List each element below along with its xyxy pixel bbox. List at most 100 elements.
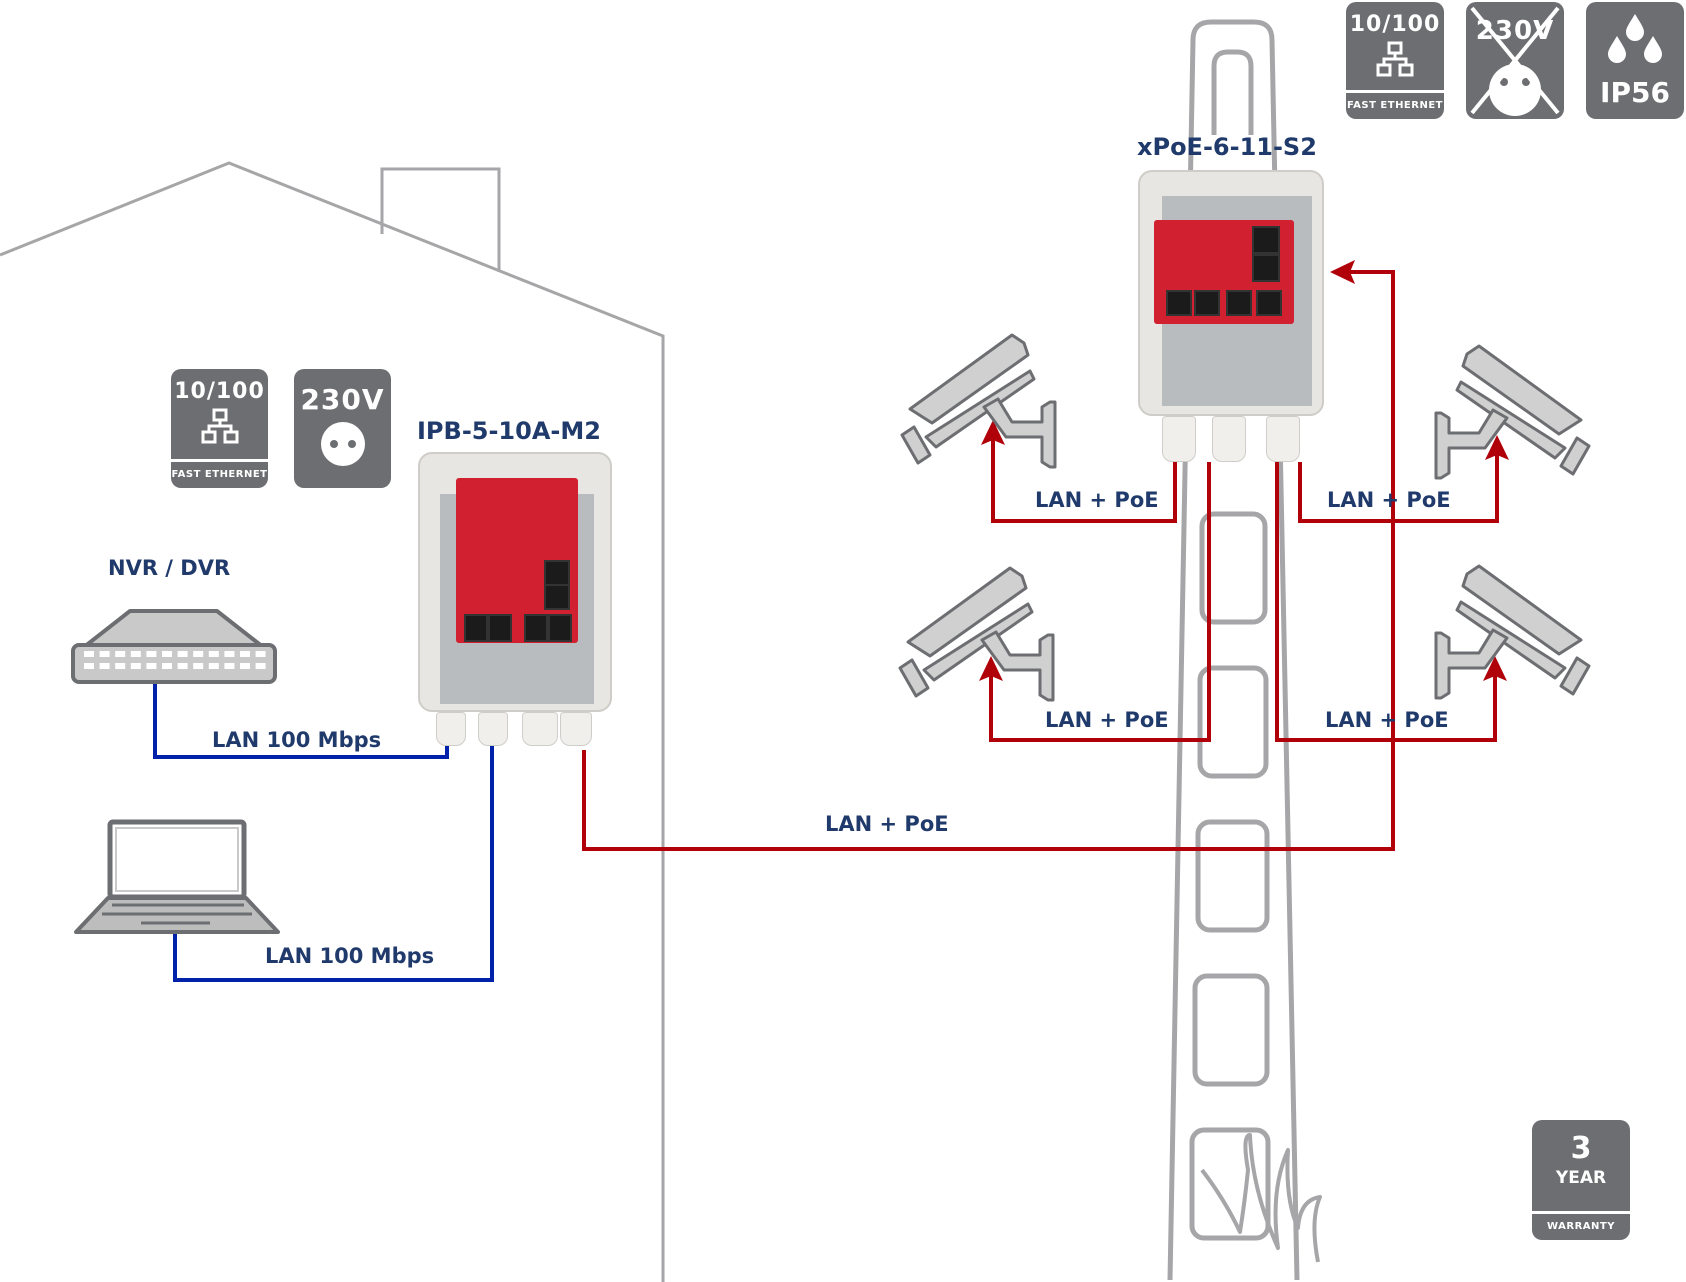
nvr-port [224, 651, 235, 657]
nvr-port [208, 663, 219, 669]
nvr-port [177, 663, 188, 669]
cam-top-right-cable [1298, 445, 1499, 523]
house-roof [0, 161, 665, 1282]
house-chimney [380, 167, 501, 272]
cam-top-right-link-label: LAN + PoE [1327, 488, 1451, 512]
cable-gland [478, 712, 508, 746]
fast-ethernet-badge: 10/100 FAST ETHERNET [171, 369, 268, 488]
indoor-switch-enclosure [418, 452, 612, 712]
ip56-badge: IP56 [1586, 2, 1684, 119]
pole [1167, 19, 1322, 1281]
laptop-lan-cable [173, 745, 494, 982]
nvr-port [193, 663, 204, 669]
camera-icon [1434, 564, 1591, 700]
nvr-link-label: LAN 100 Mbps [212, 728, 382, 752]
laptop-link-label: LAN 100 Mbps [265, 944, 435, 968]
rj45-port [1252, 254, 1280, 282]
nvr-port [240, 651, 250, 657]
badge-voltage-text: 230V [300, 383, 385, 416]
power-socket-icon [320, 422, 365, 466]
cable-gland [1162, 416, 1196, 462]
badge-speed-text: 10/100 [174, 379, 265, 404]
arrowheads [979, 260, 1509, 681]
laptop-icon [74, 819, 280, 934]
rj45-port [1256, 290, 1282, 316]
arrow-up-icon [981, 420, 1005, 445]
trunk-link-label: LAN + PoE [825, 812, 949, 836]
nvr-port [84, 651, 94, 657]
nvr-port [130, 651, 141, 657]
pole-window [1197, 665, 1269, 779]
rj45-port [1252, 226, 1280, 254]
rj45-port [464, 614, 488, 642]
rj45-port [544, 560, 570, 586]
badge-footer-text: FAST ETHERNET [171, 459, 268, 488]
indoor-device-name: IPB-5-10A-M2 [417, 417, 601, 445]
pole-window [1195, 819, 1270, 933]
nvr-lan-cable [153, 682, 449, 759]
nvr-port [208, 651, 219, 657]
camera-icon [898, 566, 1055, 702]
nvr-port [84, 663, 94, 669]
nvr-port [146, 651, 157, 657]
nvr-port [162, 651, 172, 657]
rj45-port [1166, 290, 1192, 316]
arrow-up-icon [1485, 435, 1509, 460]
nvr-port [255, 663, 266, 669]
warranty-unit: YEAR [1555, 1168, 1607, 1188]
cam-bottom-left-cable [989, 462, 1211, 742]
rj45-port [548, 614, 572, 642]
cable-gland [436, 712, 466, 746]
trunk-poe-cable [582, 270, 1395, 851]
no-230v-badge: 230V [1466, 2, 1564, 119]
camera-icon [1434, 344, 1591, 480]
lan-links [153, 682, 494, 982]
nvr-port [99, 663, 110, 669]
pole-outer [1167, 19, 1300, 1281]
cable-gland [1266, 416, 1300, 462]
network-icon [1376, 41, 1414, 77]
rj45-port [544, 584, 570, 610]
arrow-left-icon [1330, 260, 1355, 284]
rj45-port [524, 614, 548, 642]
house-outline [0, 161, 665, 1282]
cam-bottom-right-link-label: LAN + PoE [1325, 708, 1449, 732]
nvr-port [99, 651, 110, 657]
arrow-up-icon [979, 656, 1003, 681]
nvr-port [193, 651, 204, 657]
nvr-port [224, 663, 235, 669]
water-drops-icon [1608, 14, 1662, 63]
fast-ethernet-badge: 10/100 FAST ETHERNET [1346, 2, 1444, 119]
cable-gland [522, 712, 558, 746]
warranty-number: 3 [1570, 1131, 1592, 1166]
nvr-port [115, 663, 126, 669]
nvr-port [115, 651, 126, 657]
nvr-port [146, 663, 157, 669]
cam-bottom-right-cable [1275, 462, 1497, 742]
arrow-up-icon [1483, 656, 1507, 681]
nvr-port [177, 651, 188, 657]
pole-window [1189, 1127, 1271, 1241]
network-icon [201, 408, 238, 444]
warranty-badge: 3 YEAR WARRANTY [1532, 1120, 1630, 1240]
cam-top-left-cable [991, 430, 1177, 523]
pole-window [1192, 973, 1270, 1087]
poe-links [582, 270, 1499, 851]
rj45-port [1194, 290, 1220, 316]
230v-power-badge: 230V [294, 369, 391, 488]
nvr-port [162, 663, 172, 669]
badge-speed-text: 10/100 [1349, 12, 1441, 37]
badge-footer-text: FAST ETHERNET [1346, 90, 1444, 119]
nvr-icon [71, 609, 277, 684]
outdoor-switch-enclosure [1138, 170, 1324, 416]
cam-bottom-left-link-label: LAN + PoE [1045, 708, 1169, 732]
camera-icon [900, 333, 1057, 469]
nvr-label: NVR / DVR [108, 556, 231, 580]
nvr-port [240, 663, 250, 669]
cam-top-left-link-label: LAN + PoE [1035, 488, 1159, 512]
pole-inner-top [1211, 49, 1254, 135]
no-power-socket-icon [1470, 6, 1560, 116]
outdoor-device-name: xPoE-6-11-S2 [1137, 133, 1317, 161]
warranty-footer: WARRANTY [1532, 1211, 1630, 1240]
